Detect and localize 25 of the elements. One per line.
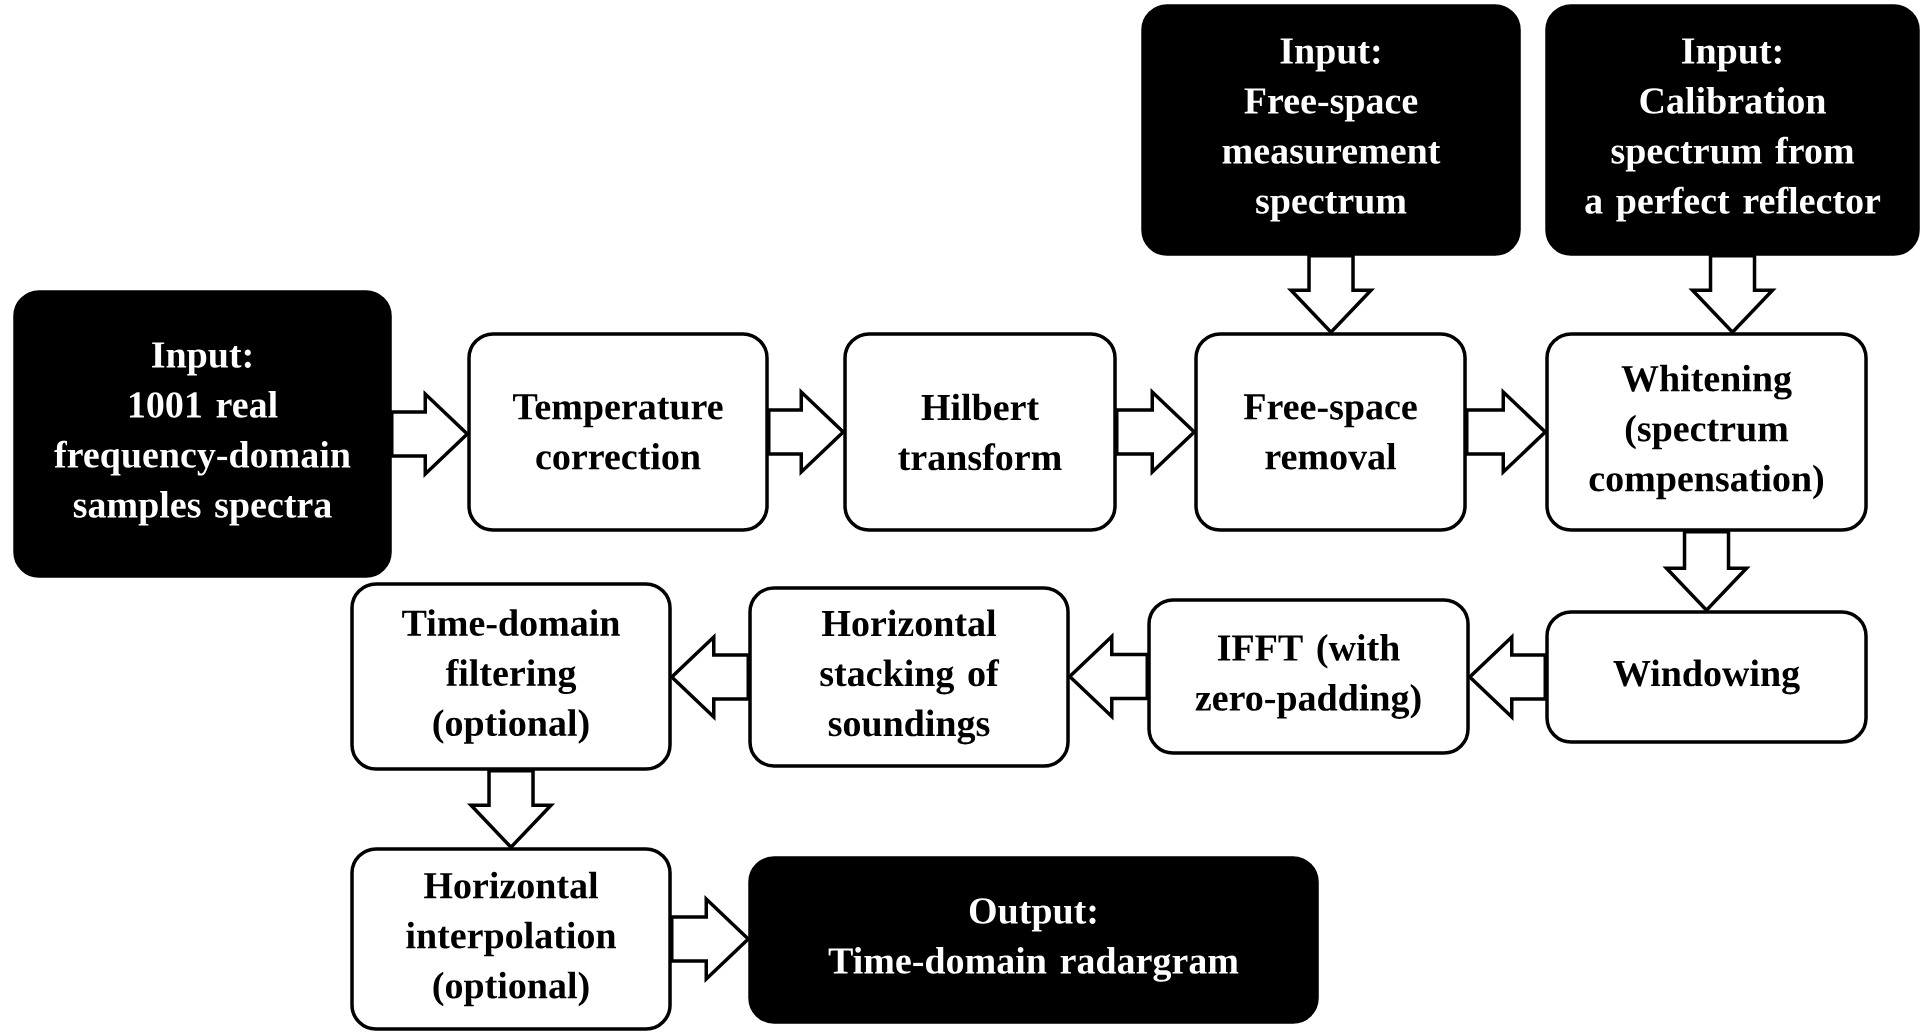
process-box: Whitening (spectrum compensation): [1545, 332, 1868, 532]
process-box: Windowing: [1545, 610, 1868, 744]
process-box: Horizontal interpolation (optional): [350, 847, 672, 1031]
block-arrow: [1465, 387, 1548, 477]
block-arrow: [670, 894, 751, 984]
process-box: Hilbert transform: [843, 332, 1117, 532]
process-box: Time-domain filtering (optional): [350, 582, 672, 771]
process-box: Temperature correction: [467, 332, 769, 532]
block-arrow: [1067, 632, 1149, 721]
block-arrow: [767, 387, 846, 477]
block-arrow: [1467, 632, 1547, 722]
block-arrow: [1286, 254, 1376, 335]
block-arrow: [1688, 254, 1777, 335]
io-box: Input: Free-space measurement spectrum: [1141, 4, 1521, 256]
block-arrow: [1115, 387, 1197, 477]
block-arrow: [669, 632, 750, 722]
process-box: Free-space removal: [1194, 332, 1467, 532]
block-arrow: [390, 389, 470, 479]
io-box: Output: Time-domain radargram: [748, 856, 1319, 1024]
block-arrow: [1662, 530, 1751, 613]
process-box: IFFT (with zero-padding): [1147, 598, 1470, 755]
io-box: Input: Calibration spectrum from a perfect reflector: [1545, 4, 1920, 256]
block-arrow: [466, 769, 556, 850]
io-box: Input: 1001 real frequency-domain samples spectra: [13, 290, 392, 578]
process-box: Horizontal stacking of soundings: [748, 586, 1070, 768]
